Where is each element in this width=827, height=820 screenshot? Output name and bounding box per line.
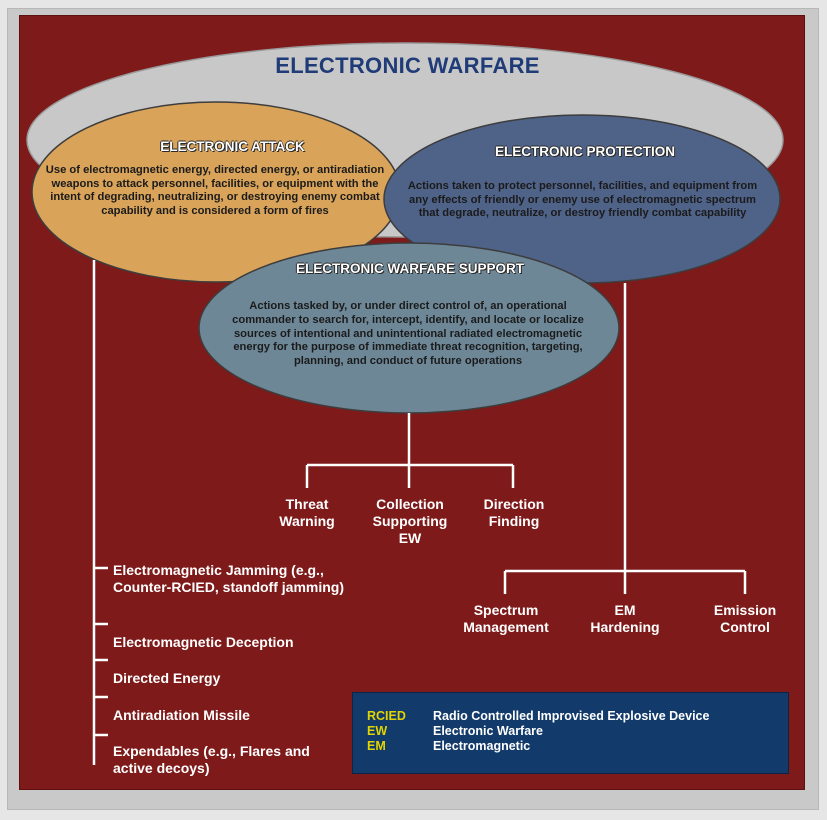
legend-abbr: EW bbox=[367, 724, 388, 738]
attack-item-directed-energy: Directed Energy bbox=[113, 670, 221, 686]
attack-item-expendables: Expendables (e.g., Flares and active dec… bbox=[113, 743, 310, 776]
legend-definition: Radio Controlled Improvised Explosive De… bbox=[433, 709, 710, 723]
emission-control-label: Emission Control bbox=[713, 602, 777, 635]
support-heading: ELECTRONIC WARFARE SUPPORT bbox=[295, 261, 524, 276]
legend-definition: Electromagnetic bbox=[433, 739, 531, 753]
ew-title: ELECTRONIC WARFARE bbox=[275, 53, 540, 78]
legend-abbr: RCIED bbox=[367, 709, 406, 723]
collection-supporting-ew-label: Collection Supporting EW bbox=[372, 496, 448, 546]
attack-item-jamming: Electromagnetic Jamming (e.g., Counter-R… bbox=[113, 562, 344, 595]
connector-lines bbox=[92, 260, 747, 765]
em-hardening-label: EM Hardening bbox=[590, 602, 660, 635]
acronym-legend: RCIED Radio Controlled Improvised Explos… bbox=[352, 692, 789, 774]
threat-warning-label: Threat Warning bbox=[279, 496, 335, 529]
legend-abbr: EM bbox=[367, 739, 386, 753]
protection-description: Actions taken to protect personnel, faci… bbox=[407, 180, 758, 220]
attack-item-antiradiation-missile: Antiradiation Missile bbox=[113, 707, 250, 723]
spectrum-management-label: Spectrum Management bbox=[463, 602, 549, 635]
attack-description: Use of electromagnetic energy, directed … bbox=[45, 164, 385, 217]
direction-finding-label: Direction Finding bbox=[483, 496, 545, 529]
support-description: Actions tasked by, or under direct contr… bbox=[232, 300, 584, 368]
attack-item-deception: Electromagnetic Deception bbox=[113, 634, 294, 650]
legend-definition: Electronic Warfare bbox=[433, 724, 543, 738]
protection-heading: ELECTRONIC PROTECTION bbox=[494, 144, 675, 159]
attack-heading: ELECTRONIC ATTACK bbox=[160, 139, 305, 154]
